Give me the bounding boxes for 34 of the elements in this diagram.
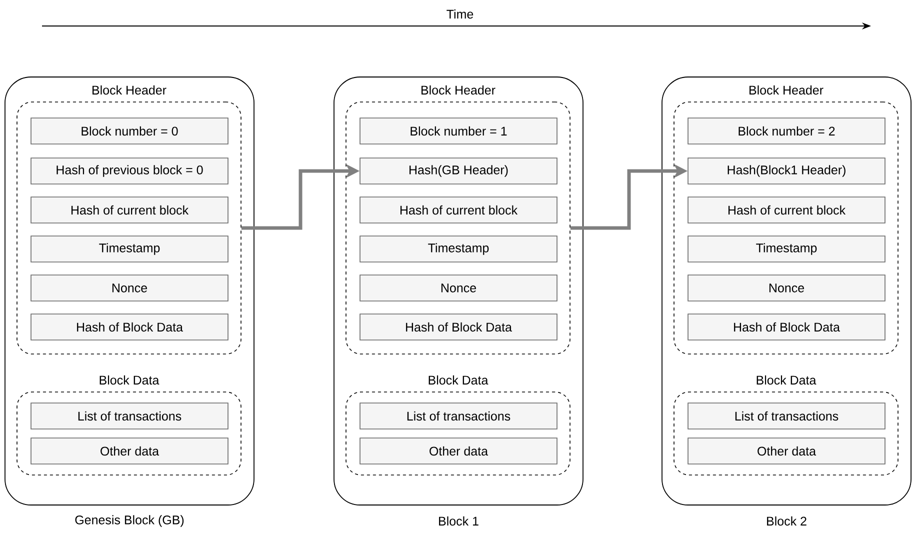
field-box: Other data <box>360 438 558 464</box>
field-box: Timestamp <box>30 236 228 262</box>
axis-label: Time <box>446 9 474 19</box>
node-label: Block Header <box>422 85 496 95</box>
field-box: Hash of Block Data <box>30 314 228 340</box>
node-label: Block 2 <box>767 516 806 526</box>
node-label: Block Data <box>100 375 160 385</box>
field-box: Other data <box>688 438 886 464</box>
field-box: Timestamp <box>360 236 558 262</box>
field-box: List of transactions <box>30 402 228 430</box>
node-label: Block Header <box>750 85 824 95</box>
field-box: Hash(GB Header) <box>360 158 558 184</box>
field-box: Other data <box>30 438 228 464</box>
field-box: Block number = 2 <box>688 118 886 144</box>
field-box: Nonce <box>360 274 558 302</box>
field-box: Hash of Block Data <box>360 314 558 340</box>
field-box: Hash of previous block = 0 <box>30 158 228 184</box>
field-box: Hash of current block <box>688 196 886 224</box>
node-label: Genesis Block (GB) <box>75 515 184 527</box>
field-box: Hash of current block <box>30 196 228 224</box>
field-box: Hash of current block <box>360 196 558 224</box>
field-box: Nonce <box>688 274 886 302</box>
field-box: Hash(Block1 Header) <box>688 158 886 184</box>
node-label: Block Data <box>756 375 816 385</box>
node-label: Block Data <box>428 375 488 385</box>
field-box: Block number = 1 <box>360 118 558 144</box>
field-box: Hash of Block Data <box>688 314 886 340</box>
field-box: Timestamp <box>688 236 886 262</box>
field-box: Nonce <box>30 274 228 302</box>
field-box: Block number = 0 <box>30 118 228 144</box>
field-box: List of transactions <box>688 402 886 430</box>
node-label: Block 1 <box>439 516 478 526</box>
field-box: List of transactions <box>360 402 558 430</box>
node-label: Block Header <box>92 85 166 95</box>
